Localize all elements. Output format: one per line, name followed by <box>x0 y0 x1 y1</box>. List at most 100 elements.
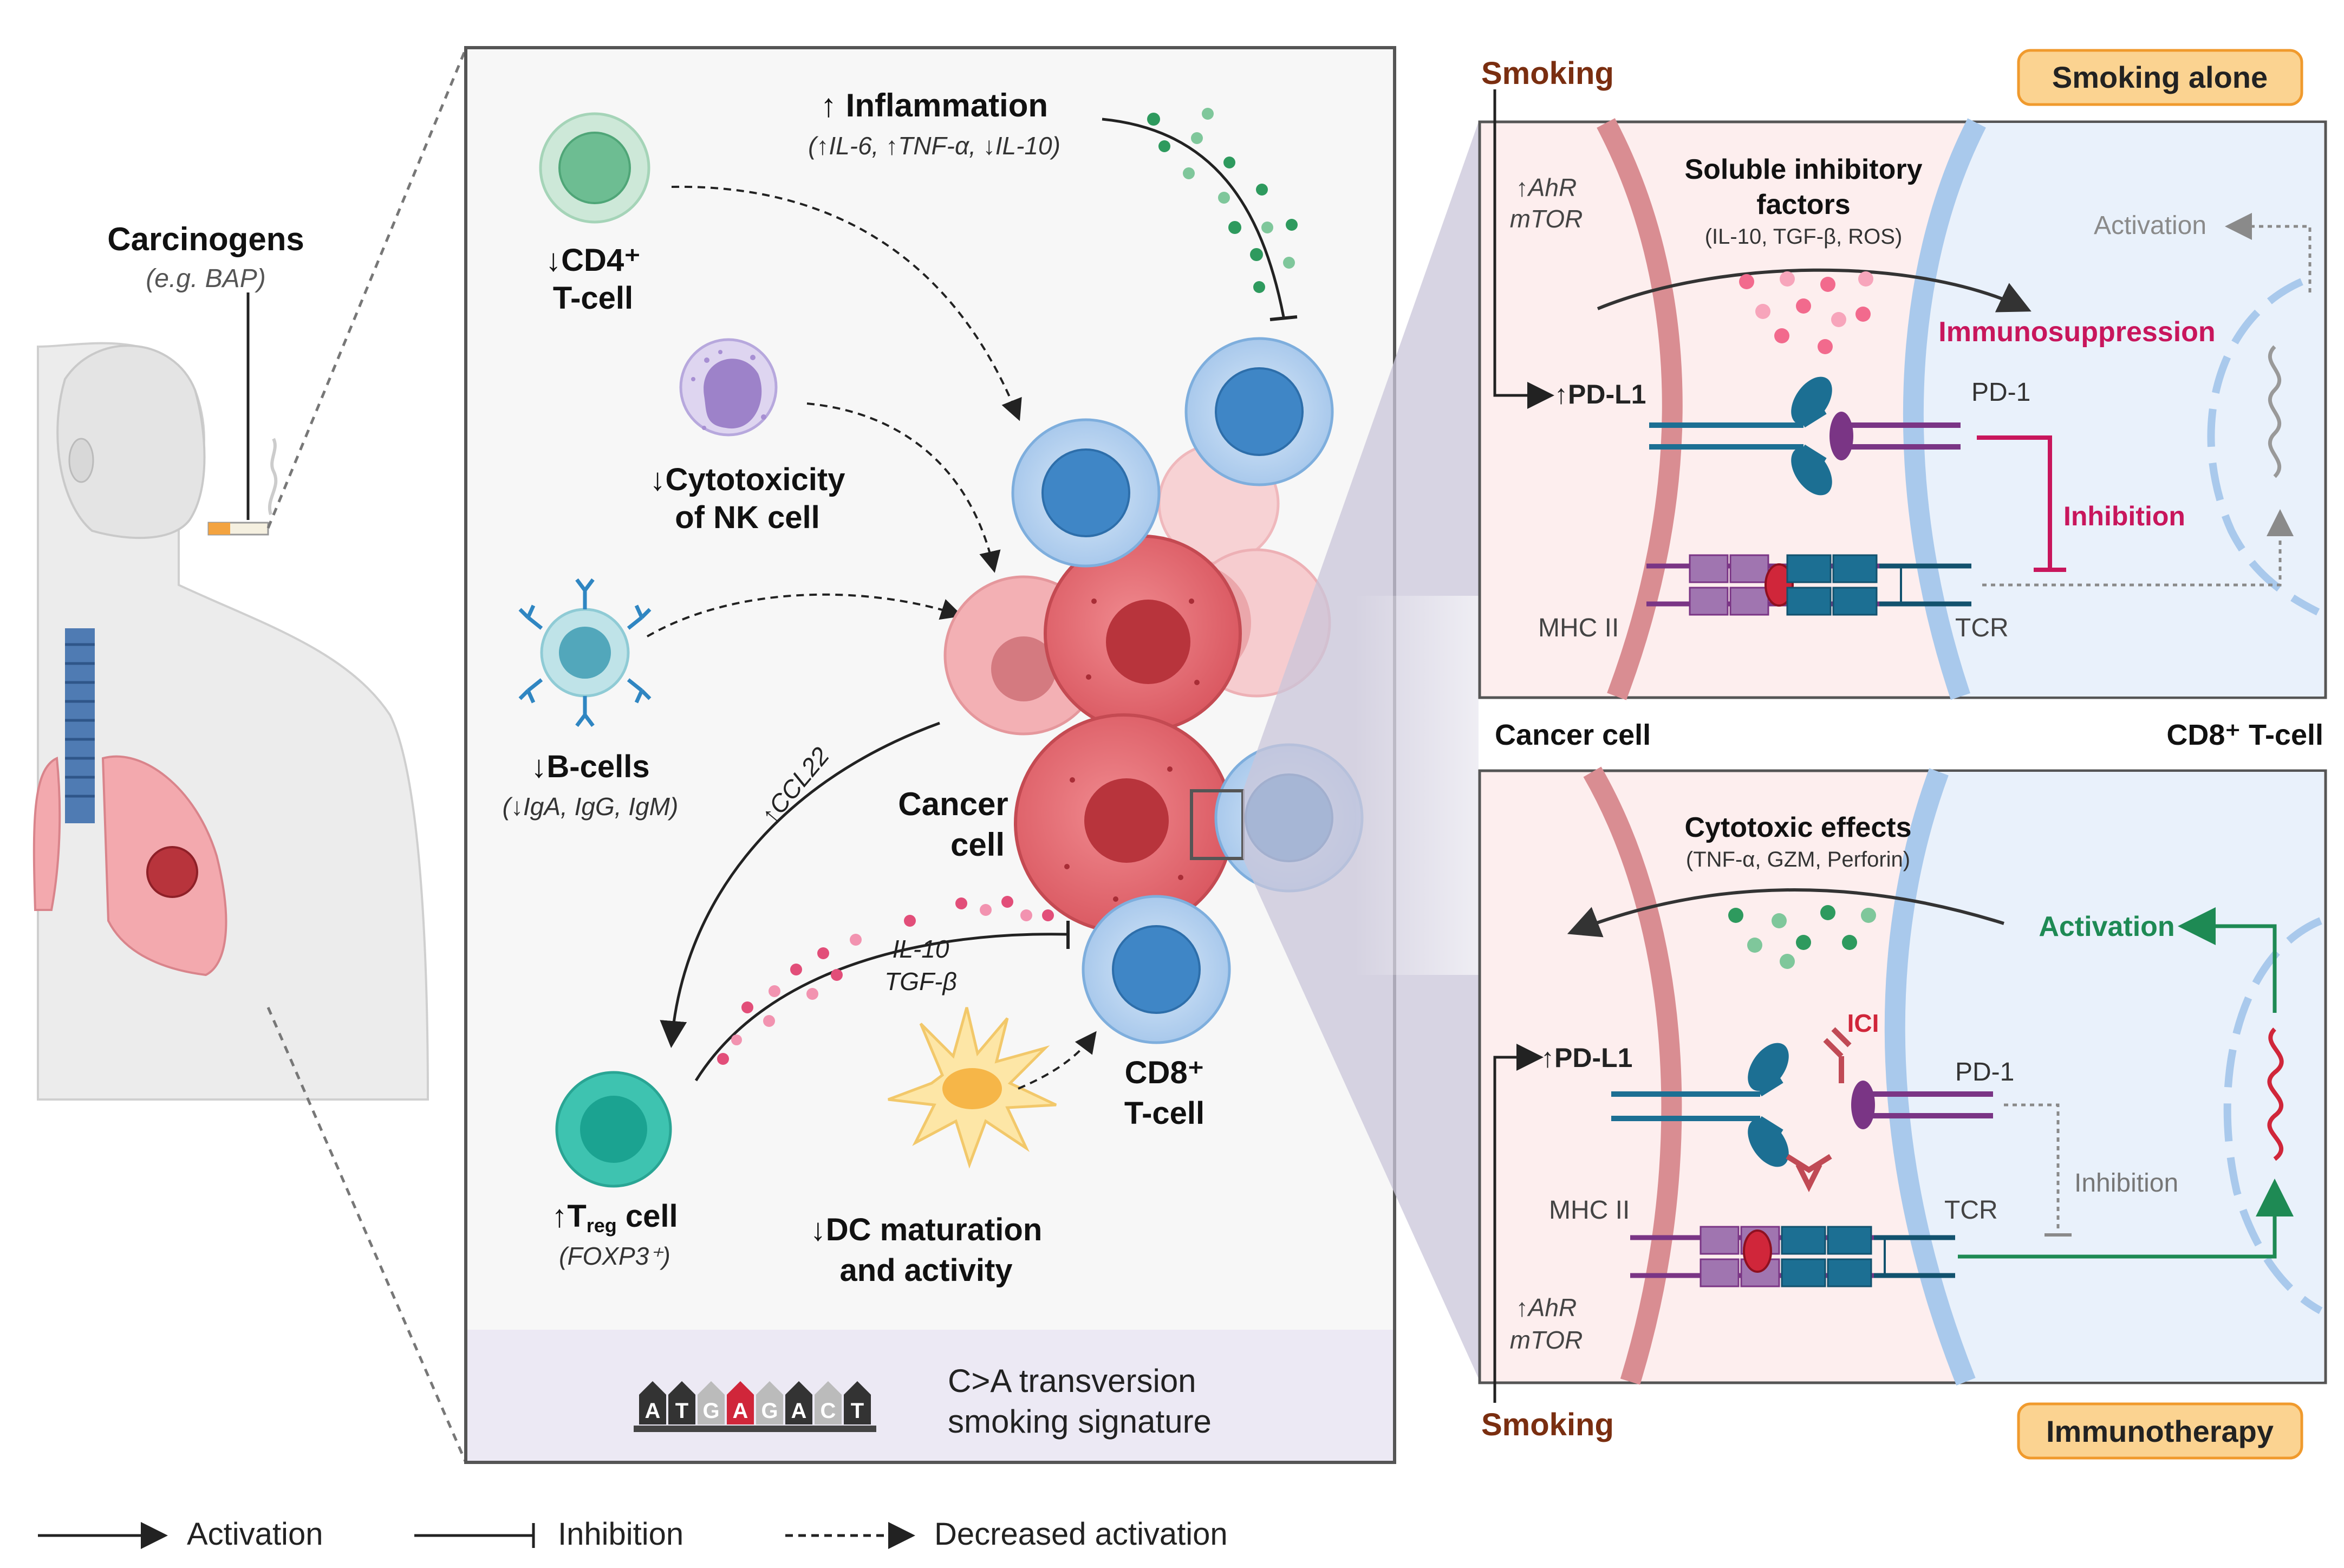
middle-panel <box>464 46 1396 1464</box>
inflammation-cytokines <box>1147 108 1298 293</box>
ahr-bottom: ↑AhR <box>1516 1293 1577 1322</box>
inflammation-label: ↑ Inflammation <box>821 87 1048 123</box>
cancer-label-line1: Cancer <box>898 786 1008 822</box>
signature-base-shape <box>698 1381 725 1424</box>
inhibition-top-line <box>1977 435 2052 569</box>
tcell-membrane-bottom <box>1884 768 1976 1386</box>
il10-label: IL-10 <box>893 935 949 963</box>
activation-bottom-arrow <box>2178 907 2277 1013</box>
soluble-detail: (IL-10, TGF-β, ROS) <box>1705 225 1903 249</box>
ccl22-arrow <box>660 721 940 1048</box>
treg-inhibition-curve <box>694 933 1067 1082</box>
cancer-label-line2: cell <box>950 827 1005 863</box>
cd8-label-line1: CD8⁺ <box>1125 1055 1204 1090</box>
treg-marker: (FOXP3⁺) <box>559 1242 670 1270</box>
tcr-activation-dotted-top <box>1982 509 2294 587</box>
smoking-arrow-bottom <box>1493 1044 1544 1403</box>
signature-line1: C>A transversion <box>948 1363 1196 1399</box>
signature-base-shape <box>815 1381 842 1424</box>
ear <box>68 438 94 483</box>
cancer-membrane-top <box>1597 118 1683 700</box>
cancer-membrane-bottom <box>1583 766 1682 1385</box>
ici-label: ICI <box>1847 1009 1879 1037</box>
activation-top: Activation <box>2094 211 2206 240</box>
mhc-bottom: MHC II <box>1549 1196 1630 1225</box>
signature-base-shape <box>844 1381 871 1424</box>
mhc-tcr-complex-top <box>1646 554 1971 616</box>
soluble-line2: factors <box>1756 189 1850 220</box>
pdl1-receptor-top <box>1649 376 1832 496</box>
person-illustration <box>32 292 429 1101</box>
signature-base-shape <box>639 1381 666 1424</box>
tcell-side-top <box>1907 123 2324 697</box>
treg-label: ↑Treg cell <box>551 1199 678 1237</box>
cytotoxic-arrow <box>1567 888 2004 938</box>
mhc-top: MHC II <box>1538 614 1619 642</box>
soluble-factor-dots <box>1739 271 1873 354</box>
signature-base-letter: A <box>733 1399 748 1423</box>
smoking-label-bottom: Smoking <box>1481 1407 1614 1442</box>
zoom-fade <box>1354 596 1479 975</box>
signature-base-letter: G <box>702 1399 719 1423</box>
signature-line2: smoking signature <box>948 1403 1212 1440</box>
inhibition-top-label: Inhibition <box>2063 501 2185 531</box>
inflammation-detail: (↑IL-6, ↑TNF-α, ↓IL-10) <box>808 132 1060 160</box>
inflammation-inhibition-curve <box>1102 118 1285 317</box>
signature-base-shape <box>727 1381 754 1424</box>
bcell-label-line1: ↓B-cells <box>531 749 649 784</box>
activation-bottom: Activation <box>2039 911 2174 942</box>
pdl1-top: ↑PD-L1 <box>1554 379 1646 409</box>
cd4-label-line2: T-cell <box>553 281 633 316</box>
dna-strand-top <box>2268 345 2282 478</box>
legend-decreased-label: Decreased activation <box>934 1517 1228 1552</box>
ahr-top: ↑AhR <box>1516 173 1577 201</box>
cd8-tcell <box>1082 895 1231 1044</box>
smoke <box>268 438 278 515</box>
cigarette-filter <box>209 523 230 535</box>
tgfb-label: TGF-β <box>884 967 957 996</box>
treg-cell <box>555 1071 672 1188</box>
mhc-tcr-complex-bottom <box>1630 1226 1955 1287</box>
cd4-decreased-arrow <box>671 185 1022 421</box>
bcell-decreased-arrow <box>647 593 963 637</box>
zoom-line-top <box>266 48 467 529</box>
cytotoxic-dots <box>1728 905 1876 969</box>
ici-antibody-bottom <box>1786 1154 1832 1193</box>
signature-base-letter: G <box>761 1399 778 1423</box>
trachea-rings <box>65 643 95 798</box>
smoking-label-top: Smoking <box>1481 56 1614 91</box>
inhibition-bottom-label: Inhibition <box>2074 1169 2178 1198</box>
soluble-line1: Soluble inhibitory <box>1684 154 1922 185</box>
cd4-label-line1: ↓CD4⁺ <box>545 243 641 278</box>
head <box>56 344 206 539</box>
tcell-top-right <box>1184 337 1334 486</box>
cytotoxic-line1: Cytotoxic effects <box>1685 812 1912 843</box>
ici-antibody-top <box>1823 1027 1852 1083</box>
badge-immunotherapy-text: Immunotherapy <box>2046 1414 2274 1448</box>
inhibition-bottom-dotted <box>2004 1103 2060 1232</box>
signature-baseline <box>634 1426 876 1432</box>
signature-base-letter: C <box>821 1399 836 1423</box>
signature-strip <box>467 1330 1393 1461</box>
badge-immunotherapy <box>2017 1402 2303 1460</box>
zoom-line-bottom <box>266 1007 467 1463</box>
mtor-top: mTOR <box>1510 205 1583 233</box>
tcell-top-left <box>1011 418 1161 568</box>
nucleus-dashed-top <box>2207 278 2320 616</box>
badge-smoking-alone-text: Smoking alone <box>2052 60 2268 94</box>
signature-base-letter: T <box>851 1399 864 1423</box>
dc-label-line1: ↓DC maturation <box>810 1212 1043 1247</box>
bcell-label-line2: (↓IgA, IgG, IgM) <box>503 792 679 821</box>
cancer-cell-cluster <box>943 443 1331 933</box>
nk-label-line2: of NK cell <box>675 500 820 535</box>
legend-activation-label: Activation <box>187 1517 323 1552</box>
nk-decreased-arrow <box>806 402 1001 573</box>
pd1-top: PD-1 <box>1971 378 2030 407</box>
dna-strand-bottom <box>2267 1027 2284 1161</box>
cytotoxic-detail: (TNF-α, GZM, Perforin) <box>1686 848 1910 871</box>
mtor-bottom: mTOR <box>1510 1326 1583 1354</box>
b-cell <box>518 578 652 727</box>
cancer-cell-label: Cancer cell <box>1495 719 1651 751</box>
